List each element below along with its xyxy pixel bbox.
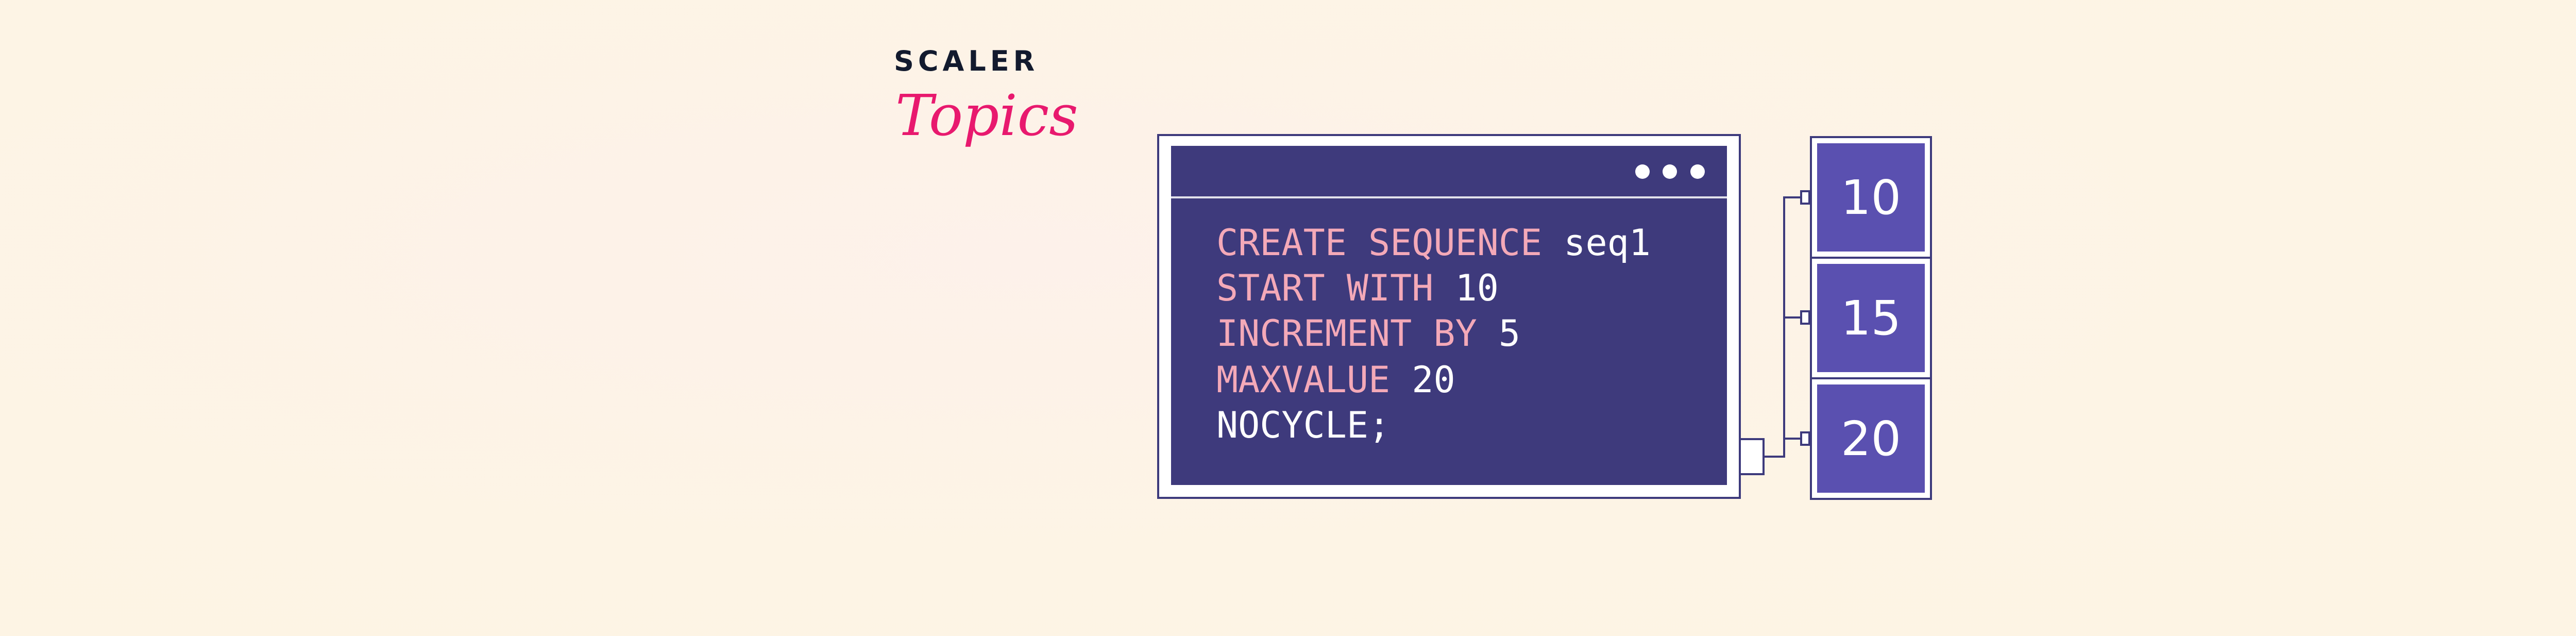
- code-line: CREATE SEQUENCE seq1: [1216, 221, 1651, 265]
- code-keyword: INCREMENT BY: [1216, 312, 1477, 355]
- connector-line: [1783, 196, 1785, 458]
- sequence-cell: 15: [1810, 257, 1932, 379]
- window-dot-icon: [1635, 164, 1650, 179]
- connector-box: [1739, 438, 1765, 475]
- code-line: START WITH 10: [1216, 266, 1499, 310]
- code-value: 5: [1477, 312, 1521, 355]
- sequence-cell: 10: [1810, 136, 1932, 259]
- sequence-value: 10: [1817, 143, 1925, 252]
- connector-port: [1800, 190, 1810, 205]
- code-value: 10: [1433, 267, 1499, 309]
- code-line: NOCYCLE;: [1216, 403, 1390, 447]
- logo-scaler-text: SCALER: [894, 45, 1039, 77]
- connector-line: [1783, 438, 1802, 440]
- window-dot-icon: [1690, 164, 1705, 179]
- connector-port: [1800, 431, 1810, 446]
- code-line: MAXVALUE 20: [1216, 358, 1455, 402]
- code-value: seq1: [1542, 222, 1651, 264]
- code-value: 20: [1390, 359, 1455, 401]
- code-line: INCREMENT BY 5: [1216, 311, 1520, 356]
- connector-port: [1800, 310, 1810, 325]
- connector-line: [1783, 196, 1802, 198]
- sequence-cell: 20: [1810, 377, 1932, 500]
- logo-topics-text: Topics: [895, 82, 1078, 148]
- sequence-value: 15: [1817, 264, 1925, 372]
- sequence-value: 20: [1817, 384, 1925, 493]
- code-keyword: MAXVALUE: [1216, 359, 1391, 401]
- code-keyword: CREATE SEQUENCE: [1216, 222, 1543, 264]
- connector-line: [1765, 456, 1785, 458]
- code-screen: [1171, 146, 1727, 485]
- window-header-divider: [1171, 196, 1727, 198]
- window-dot-icon: [1663, 164, 1677, 179]
- code-keyword: START WITH: [1216, 267, 1434, 309]
- code-value: NOCYCLE;: [1216, 404, 1391, 446]
- connector-line: [1783, 316, 1802, 319]
